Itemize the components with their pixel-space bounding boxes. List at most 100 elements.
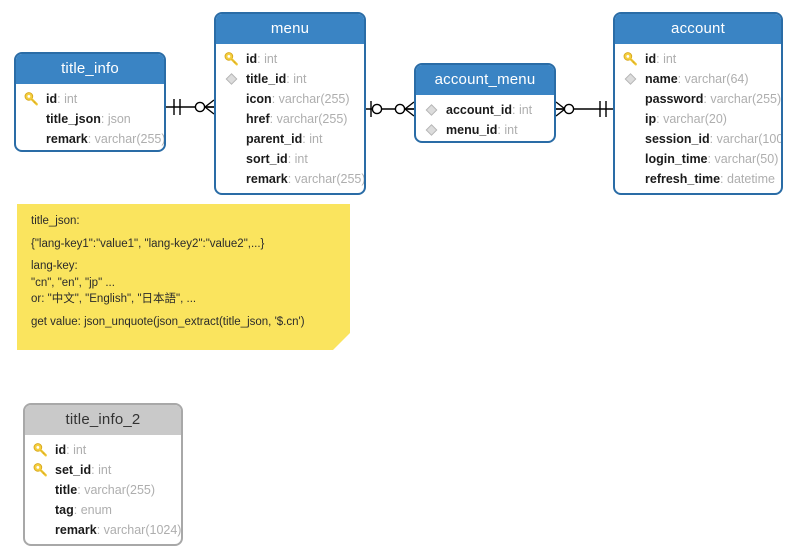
entity-title-account: account [615,14,781,44]
key-icon [623,52,638,67]
key-icon [224,52,239,67]
field-row[interactable]: name: varchar(64) [615,69,781,89]
field-row[interactable]: account_id: int [416,100,554,120]
field-name: session_id [645,132,710,146]
field-row[interactable]: icon: varchar(255) [216,89,364,109]
field-row[interactable]: menu_id: int [416,120,554,140]
field-type: : int [257,52,278,66]
field-name: title [55,483,78,497]
field-row[interactable]: remark: varchar(255) [216,169,364,189]
note-text: title_json: {"lang-key1":"value1", "lang-… [31,215,336,328]
field-name: title_id [246,72,287,86]
relationship-menu-account_menu[interactable] [366,101,415,117]
field-row[interactable]: title_id: int [216,69,364,89]
field-row[interactable]: parent_id: int [216,129,364,149]
diamond-icon [224,72,239,87]
field-type: : int [66,443,87,457]
note-line: lang-key: [31,260,78,272]
field-type: : varchar(255) [287,172,366,186]
field-row[interactable]: session_id: varchar(100) [615,129,781,149]
field-type: : varchar(255) [271,92,350,106]
field-row[interactable]: id: int [16,89,164,109]
field-type: : int [286,72,307,86]
diamond-icon [424,103,439,118]
relationship-title_info-menu[interactable] [166,99,215,115]
field-type: : varchar(20) [656,112,727,126]
field-name: password [645,92,704,106]
entity-title-title_info_2: title_info_2 [25,405,181,435]
field-type: : int [656,52,677,66]
field-type: : varchar(255) [269,112,348,126]
field-row[interactable]: remark: varchar(255) [16,129,164,149]
field-type: : int [91,463,112,477]
note-line: title_json: [31,215,80,227]
field-name: ip [645,112,657,126]
field-row[interactable]: remark: varchar(1024) [25,520,181,540]
entity-title-title_info: title_info [16,54,164,84]
field-row[interactable]: title: varchar(255) [25,480,181,500]
field-name: parent_id [246,132,303,146]
field-type: : varchar(100) [709,132,783,146]
note-line: "cn", "en", "jp" ... [31,276,115,289]
diamond-icon [424,123,439,138]
field-name: name [645,72,678,86]
field-type: : varchar(64) [677,72,749,86]
relationship-account_menu-account[interactable] [555,101,613,117]
field-type: : varchar(255) [703,92,782,106]
field-name: id [246,52,258,66]
field-type: : json [100,112,131,126]
entity-title-account_menu: account_menu [416,65,554,95]
field-name: refresh_time [645,172,721,186]
field-type: : int [302,132,323,146]
field-name: set_id [55,463,92,477]
field-type: : int [287,152,308,166]
field-row[interactable]: ip: varchar(20) [615,109,781,129]
note-line: {"lang-key1":"value1", "lang-key2":"valu… [31,237,265,250]
field-type: : enum [73,503,112,517]
field-type: : int [497,123,518,137]
note-line: get value: json_unquote(json_extract(tit… [31,315,305,328]
field-name: sort_id [246,152,288,166]
field-row[interactable]: id: int [615,49,781,69]
field-type: : varchar(255) [87,132,166,146]
field-row[interactable]: refresh_time: datetime [615,169,781,189]
field-name: title_json [46,112,101,126]
field-row[interactable]: href: varchar(255) [216,109,364,129]
field-name: remark [246,172,288,186]
field-name: tag [55,503,74,517]
note-title_json[interactable]: title_json: {"lang-key1":"value1", "lang-… [17,204,350,350]
field-type: : varchar(1024) [96,523,182,537]
field-name: href [246,112,270,126]
field-name: id [46,92,58,106]
field-name: menu_id [446,123,498,137]
field-row[interactable]: id: int [216,49,364,69]
field-type: : int [512,103,533,117]
field-name: id [645,52,657,66]
field-row[interactable]: title_json: json [16,109,164,129]
field-row[interactable]: login_time: varchar(50) [615,149,781,169]
diamond-icon [623,72,638,87]
field-name: id [55,443,67,457]
field-row[interactable]: sort_id: int [216,149,364,169]
field-type: : varchar(255) [77,483,156,497]
field-type: : varchar(50) [707,152,779,166]
key-icon [33,463,48,478]
entity-title-menu: menu [216,14,364,44]
field-type: : datetime [720,172,775,186]
note-fold-corner [333,333,350,350]
field-row[interactable]: set_id: int [25,460,181,480]
field-row[interactable]: password: varchar(255) [615,89,781,109]
note-line: or: "中文", "English", "日本語", ... [31,293,197,305]
field-row[interactable]: tag: enum [25,500,181,520]
field-row[interactable]: id: int [25,440,181,460]
